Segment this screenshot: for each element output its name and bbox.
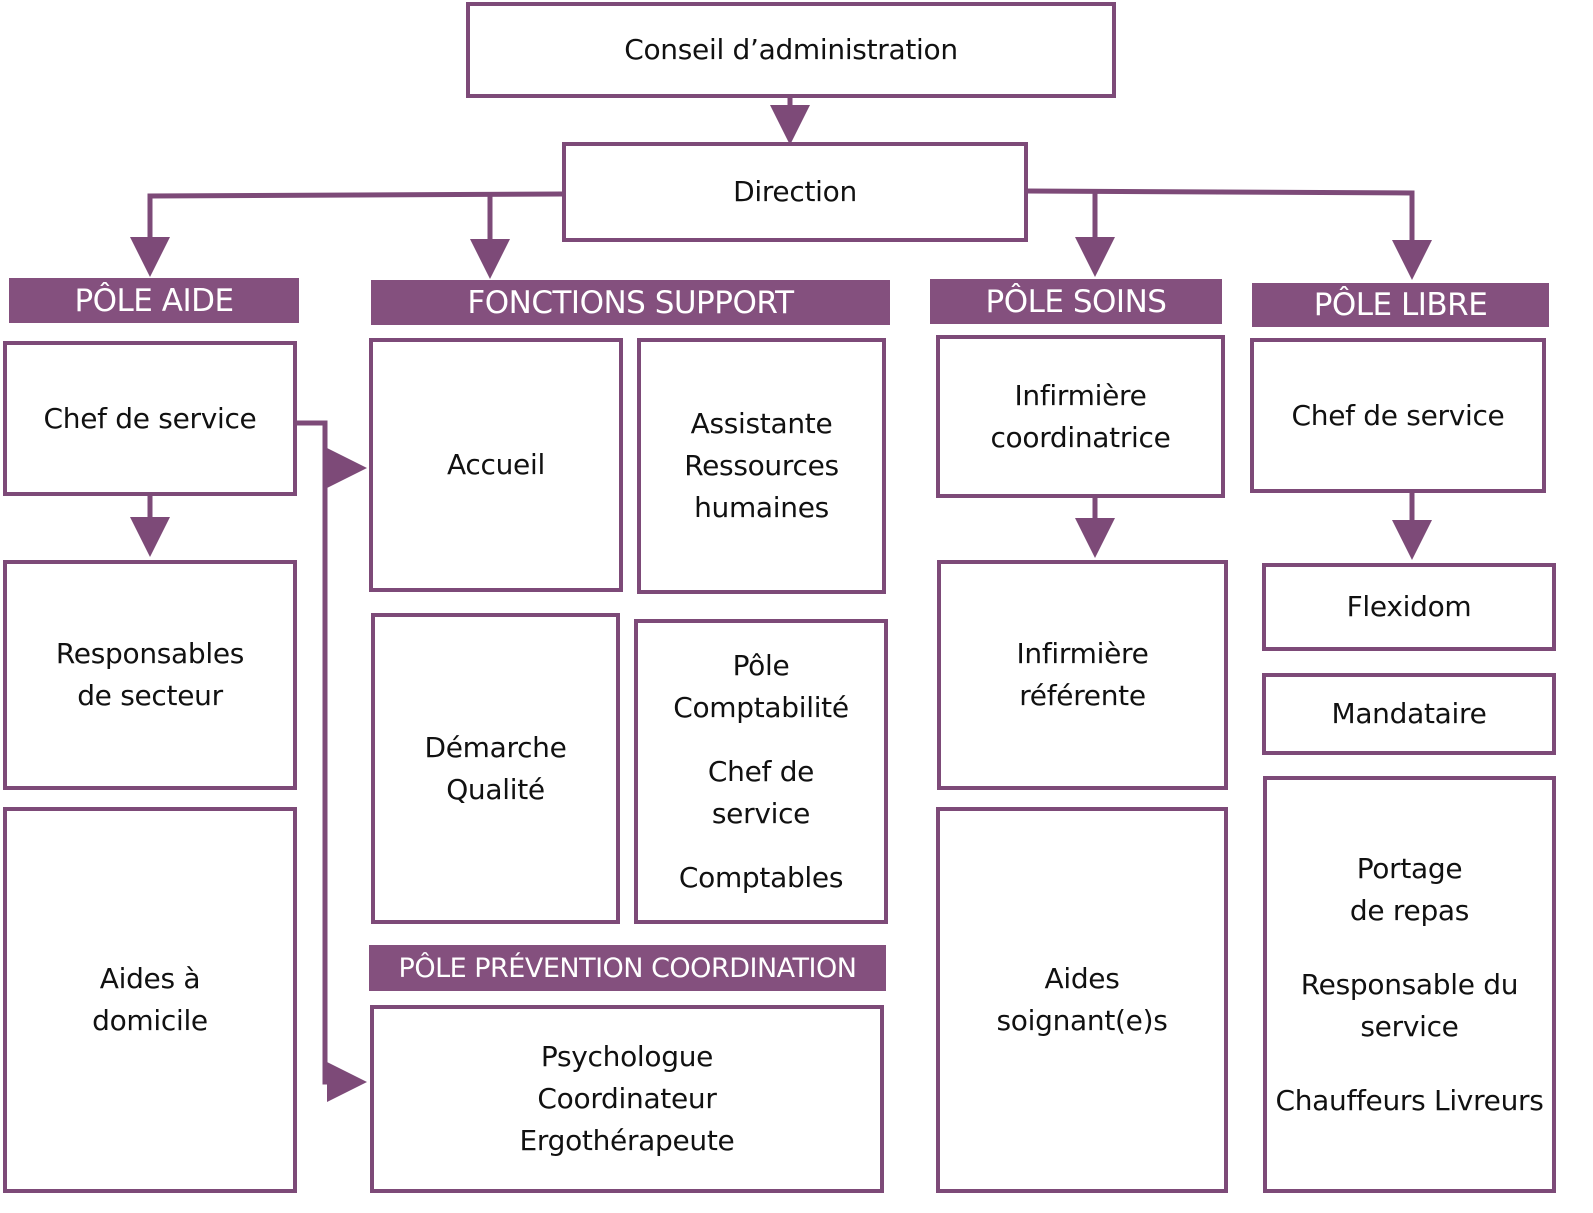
assistante-rh-box: Assistante Ressources humaines bbox=[637, 338, 886, 594]
flexidom-label: Flexidom bbox=[1346, 590, 1472, 623]
board-box: Conseil d’administration bbox=[466, 2, 1116, 98]
arrow-direction-to-pole-soins bbox=[1026, 188, 1432, 280]
aides-soignants-line-1: Aides bbox=[1044, 962, 1120, 995]
coordinatrice-line-2: coordinatrice bbox=[990, 420, 1171, 454]
comptabilite-comptables: Comptables bbox=[678, 860, 844, 894]
assistante-rh-line-3: humaines bbox=[694, 491, 829, 524]
accueil-box: Accueil bbox=[369, 338, 623, 592]
demarche-qualite-line-2: Qualité bbox=[446, 772, 545, 806]
pole-soins-title: PÔLE SOINS bbox=[985, 283, 1167, 320]
prevention-staff-line-1: Psychologue bbox=[540, 1040, 714, 1073]
assistante-rh-line-2: Ressources bbox=[684, 449, 839, 482]
arrow-direction-to-pole-aide bbox=[130, 191, 563, 277]
mandataire-label: Mandataire bbox=[1331, 697, 1487, 730]
referente-line-1: Infirmière bbox=[1016, 637, 1149, 670]
direction-label: Direction bbox=[733, 175, 857, 208]
aide-chef-label: Chef de service bbox=[43, 401, 257, 435]
board-label: Conseil d’administration bbox=[624, 33, 958, 66]
aides-soignants-line-2: soignant(e)s bbox=[996, 1004, 1168, 1037]
libre-chef-box: Chef de service bbox=[1250, 338, 1546, 493]
demarche-qualite-box: Démarche Qualité bbox=[371, 613, 620, 924]
fonctions-support-header: FONCTIONS SUPPORT bbox=[371, 280, 890, 325]
comptabilite-title-line-2: Comptabilité bbox=[673, 690, 849, 724]
accueil-label: Accueil bbox=[447, 448, 545, 481]
pole-aide-header: PÔLE AIDE bbox=[9, 278, 299, 323]
aide-aides-line-2: domicile bbox=[92, 1004, 208, 1037]
infirmiere-coordinatrice-box: Infirmière coordinatrice bbox=[936, 335, 1225, 498]
aide-responsables-line-1: Responsables bbox=[55, 637, 245, 670]
libre-chef-label: Chef de service bbox=[1291, 398, 1505, 432]
arrow-aide-chef-to-prevention bbox=[322, 468, 367, 1102]
flexidom-box: Flexidom bbox=[1262, 563, 1556, 651]
assistante-rh-line-1: Assistante bbox=[690, 407, 833, 440]
comptabilite-chef-line-2: service bbox=[711, 796, 811, 830]
portage-repas-box: Portage de repas Responsable du service … bbox=[1263, 776, 1556, 1193]
coordinatrice-line-1: Infirmière bbox=[1014, 378, 1147, 412]
pole-libre-header: PÔLE LIBRE bbox=[1252, 283, 1549, 327]
aide-aides-box: Aides à domicile bbox=[3, 807, 297, 1193]
portage-responsable-line-2: service bbox=[1360, 1009, 1459, 1043]
portage-title-line-1: Portage bbox=[1356, 851, 1463, 885]
direction-box: Direction bbox=[562, 142, 1028, 242]
infirmiere-referente-box: Infirmière référente bbox=[937, 560, 1228, 790]
referente-line-2: référente bbox=[1019, 679, 1146, 712]
mandataire-box: Mandataire bbox=[1262, 673, 1556, 755]
pole-prevention-header: PÔLE PRÉVENTION COORDINATION bbox=[369, 945, 886, 991]
pole-libre-title: PÔLE LIBRE bbox=[1313, 287, 1488, 323]
prevention-staff-line-3: Ergothérapeute bbox=[519, 1124, 735, 1157]
prevention-staff-line-2: Coordinateur bbox=[537, 1082, 717, 1115]
comptabilite-chef-line-1: Chef de bbox=[707, 754, 815, 788]
demarche-qualite-line-1: Démarche bbox=[424, 730, 567, 764]
pole-soins-header: PÔLE SOINS bbox=[930, 279, 1222, 324]
portage-title-line-2: de repas bbox=[1349, 893, 1470, 927]
aide-chef-box: Chef de service bbox=[3, 341, 297, 496]
aide-responsables-line-2: de secteur bbox=[77, 679, 223, 712]
aides-soignants-box: Aides soignant(e)s bbox=[936, 807, 1228, 1193]
comptabilite-title-line-1: Pôle bbox=[732, 648, 790, 682]
aide-responsables-box: Responsables de secteur bbox=[3, 560, 297, 790]
pole-comptabilite-box: Pôle Comptabilité Chef de service Compta… bbox=[634, 619, 888, 924]
aide-aides-line-1: Aides à bbox=[99, 962, 201, 995]
prevention-staff-box: Psychologue Coordinateur Ergothérapeute bbox=[370, 1005, 884, 1193]
arrow-aide-chef-to-accueil bbox=[296, 420, 367, 488]
pole-prevention-title: PÔLE PRÉVENTION COORDINATION bbox=[398, 952, 857, 984]
portage-chauffeurs: Chauffeurs Livreurs bbox=[1275, 1083, 1544, 1117]
pole-aide-title: PÔLE AIDE bbox=[74, 282, 234, 319]
fonctions-support-title: FONCTIONS SUPPORT bbox=[467, 284, 794, 321]
portage-responsable-line-1: Responsable du bbox=[1300, 967, 1519, 1001]
